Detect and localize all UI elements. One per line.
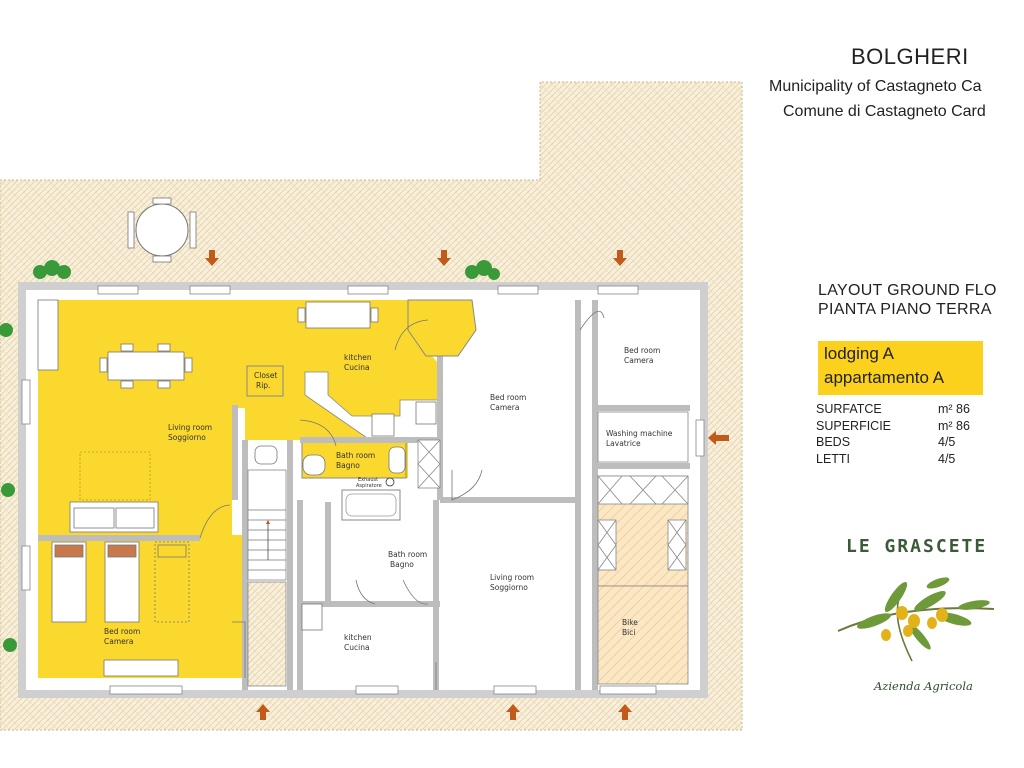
apartment-label-it: appartamento A (824, 368, 945, 387)
stats-row: SURFATCE m² 86 (816, 402, 1016, 419)
bed-center-label: Bed room (490, 393, 526, 402)
kitchen-b-label: kitchen (344, 633, 372, 642)
living-b-label: Living room (490, 573, 534, 582)
municipality-it: Comune di Castagneto Card (783, 103, 986, 120)
living-b-label-it: Soggiorno (490, 583, 528, 592)
bed-center-label-it: Camera (490, 403, 519, 412)
sofa (69, 451, 159, 533)
stats-row: BEDS 4/5 (816, 435, 1016, 452)
bath-a (301, 441, 407, 487)
brand-name: LE GRASCETE (846, 536, 988, 557)
page-title: BOLGHERI (851, 44, 969, 69)
bath-b-label: Bath room (388, 550, 427, 559)
bath-b-label-it: Bagno (390, 560, 414, 569)
bath-a-label-it: Bagno (336, 461, 360, 470)
living-a-label-it: Soggiorno (168, 433, 206, 442)
bed-right-label-it: Camera (624, 356, 653, 365)
beds (51, 541, 190, 623)
kitchen-b-fittings (301, 603, 323, 631)
stats-row: SUPERFICIE m² 86 (816, 419, 1016, 436)
terrace-table (127, 197, 197, 263)
bed-a-label-it: Camera (104, 637, 133, 646)
exhaust-label: Exhaust (358, 477, 378, 483)
stats-value: 4/5 (938, 435, 956, 449)
sink (254, 445, 278, 465)
staircase (247, 469, 287, 687)
wardrobe (37, 299, 59, 371)
washing-label: Washing machine (606, 429, 673, 438)
brand-logo (818, 515, 1024, 723)
stats-label: SURFATCE (816, 402, 882, 416)
doors (199, 310, 605, 690)
stats-value: m² 86 (938, 402, 970, 416)
windows (21, 285, 705, 695)
closet-label-it: Rip. (256, 381, 270, 390)
wardrobe (103, 659, 179, 677)
stats-label: LETTI (816, 451, 851, 466)
stats-value: 4/5 (938, 451, 956, 466)
stats-row: LETTI 4/5 (816, 452, 1016, 469)
room-labels: kitchen Cucina Living room Soggiorno Clo… (104, 346, 673, 652)
bike-label-it: Bici (622, 628, 635, 637)
exhaust-label-it: Aspiratore (356, 483, 382, 489)
stats-value: m² 86 (938, 418, 970, 433)
stats-table: SURFATCE m² 86 SUPERFICIE m² 86 BEDS 4/5 LE… (816, 402, 1016, 468)
kitchen-b-label-it: Cucina (344, 643, 370, 652)
apartment-label-en: lodging A (824, 344, 894, 363)
kitchen-a-counter (304, 371, 441, 441)
stats-label: BEDS (816, 435, 851, 449)
apartment-badge: lodging A appartamento A (818, 341, 983, 395)
bed-a-label: Bed room (104, 627, 140, 636)
cupboards (417, 411, 689, 685)
bed-right-label: Bed room (624, 346, 660, 355)
bike-label: Bike (622, 618, 638, 627)
brand-subtitle: Azienda Agricola (874, 679, 973, 693)
closet (246, 365, 284, 397)
bay-window (407, 299, 477, 357)
layout-title-en: LAYOUT GROUND FLO (818, 282, 997, 299)
dining-table-a (99, 301, 379, 389)
entrance-arrows (205, 250, 729, 720)
municipality-en: Municipality of Castagneto Ca (769, 78, 982, 95)
living-a-label: Living room (168, 423, 212, 432)
bath-a-label: Bath room (336, 451, 375, 460)
washing-label-it: Lavatrice (606, 439, 641, 448)
closet-label: Closet (254, 371, 277, 380)
stats-label: SUPERFICIE (816, 418, 892, 433)
layout-title-it: PIANTA PIANO TERRA (818, 301, 992, 318)
plant-icon (0, 260, 500, 652)
olive-branch-icon (837, 577, 995, 662)
kitchen-a-label: kitchen (344, 353, 372, 362)
kitchen-a-label-it: Cucina (344, 363, 370, 372)
